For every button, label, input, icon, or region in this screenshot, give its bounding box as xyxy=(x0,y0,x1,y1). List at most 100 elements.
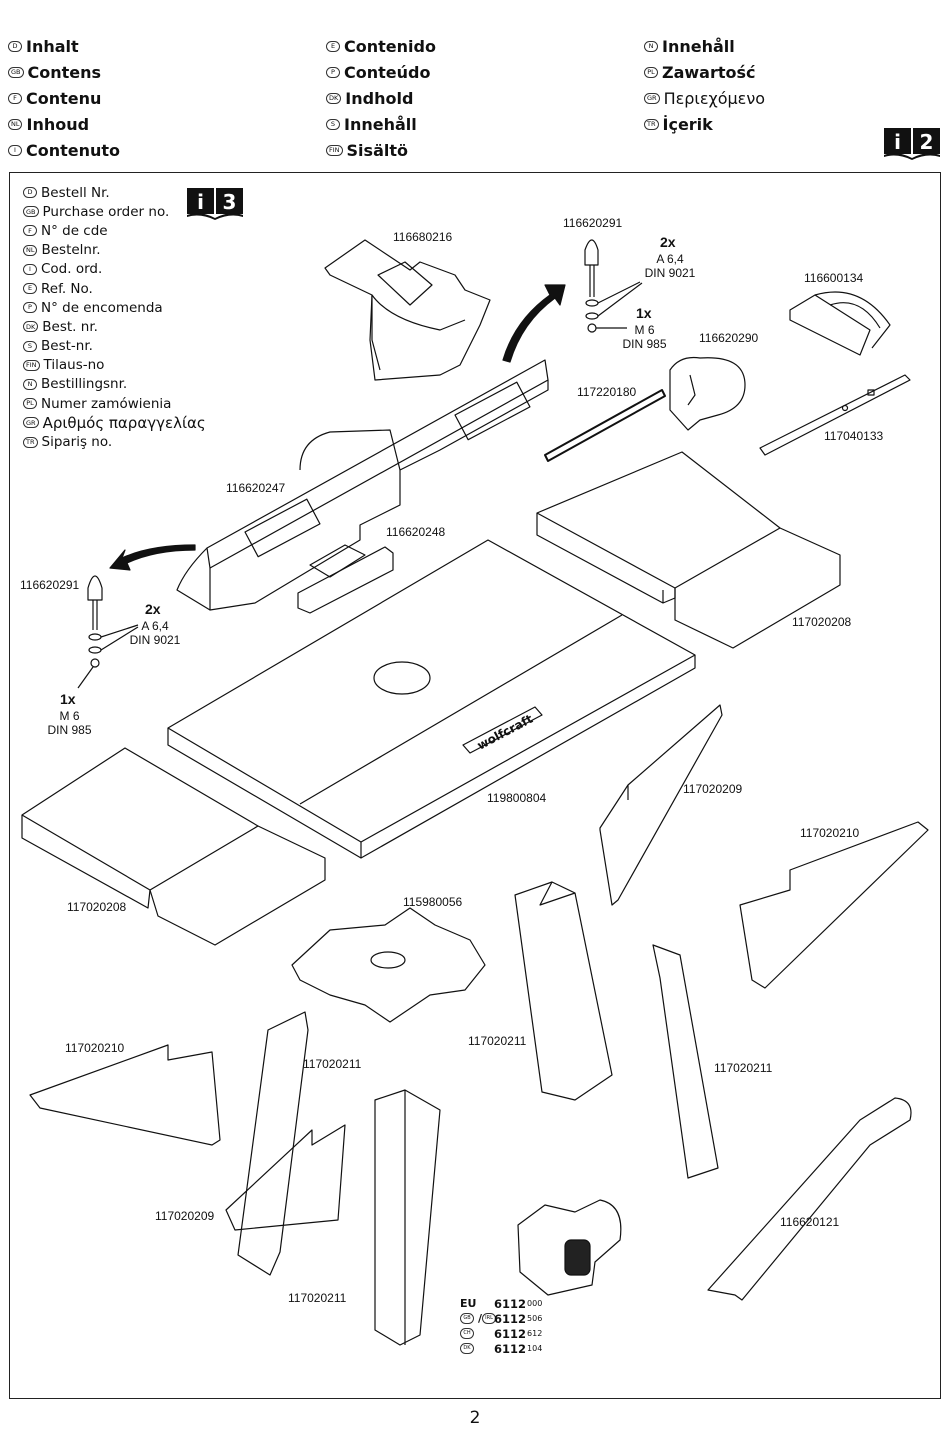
page-number: 2 xyxy=(469,1408,481,1428)
order-label: E Ref. No. xyxy=(23,279,206,298)
washer-qty-left: 2x xyxy=(145,601,161,617)
lang-badge: NL xyxy=(8,118,23,130)
variant-suffix: 506 xyxy=(527,1314,543,1323)
contents-heading-e: E Contenido xyxy=(326,33,436,59)
variant-region: EU xyxy=(460,1297,477,1310)
order-label-text: Bestelnr. xyxy=(41,242,101,259)
part-number-brace-right: 117020210 xyxy=(800,826,860,840)
nut-qty-left: 1x xyxy=(60,691,76,707)
info-book-number: 2 xyxy=(920,130,934,154)
lang-badge: GR xyxy=(644,92,660,104)
part-number-knob-holder: 116620290 xyxy=(699,331,759,345)
heading-text: Contenido xyxy=(344,36,436,56)
info-book-letter: i xyxy=(894,130,901,154)
arrow-icon xyxy=(502,284,566,363)
heading-text: Zawartość xyxy=(662,62,756,82)
extension-left-part xyxy=(21,747,326,946)
country-badge: CH xyxy=(460,1328,474,1339)
parts-diagram-frame xyxy=(9,172,941,1399)
order-label-text: Best. nr. xyxy=(42,318,98,335)
variant-number: 6112 xyxy=(494,1326,527,1341)
heading-text: Inhalt xyxy=(26,36,79,56)
part-number-leg-left-upper: 117020211 xyxy=(303,1057,362,1071)
part-number-insert-plate: 115980056 xyxy=(403,895,463,909)
dust-hood-part xyxy=(324,239,491,381)
info-book-number: 3 xyxy=(223,190,237,214)
heading-text: Indhold xyxy=(345,88,414,108)
insert-plate-part xyxy=(291,907,486,1023)
part-number-leg-right: 117020211 xyxy=(714,1061,773,1075)
arrow-icon xyxy=(109,544,196,571)
lang-badge: PL xyxy=(23,398,37,410)
heading-text: Contenu xyxy=(26,88,102,108)
order-label: F N° de cde xyxy=(23,221,206,240)
lang-badge: E xyxy=(326,40,340,52)
heading-text: İçerik xyxy=(662,114,713,134)
part-number-extension-right: 117020208 xyxy=(792,615,852,629)
order-label-text: Ref. No. xyxy=(41,280,93,297)
lang-badge: F xyxy=(23,225,37,237)
lang-badge: GB xyxy=(8,66,24,78)
extension-right-part xyxy=(536,451,841,649)
heading-text: Περιεχόμενο xyxy=(663,88,766,108)
switch-part xyxy=(517,1199,622,1296)
part-number-brace-lower: 117020209 xyxy=(155,1209,215,1223)
lang-badge: FIN xyxy=(23,359,40,371)
nut-din: DIN 985 xyxy=(622,337,667,351)
order-label-text: N° de cde xyxy=(41,222,108,239)
order-label-text: Best-nr. xyxy=(41,338,93,355)
lang-badge: E xyxy=(23,283,37,295)
lang-badge: TR xyxy=(23,436,38,448)
fence-part xyxy=(176,359,549,611)
heading-text: Innehåll xyxy=(344,114,417,134)
part-number-handle: 116620121 xyxy=(780,1215,840,1229)
lang-badge: P xyxy=(23,302,37,314)
leg-front-part xyxy=(374,1089,441,1346)
lang-badge: P xyxy=(326,66,340,78)
lang-badge: DK xyxy=(326,92,342,104)
variant-number: 6112 xyxy=(494,1296,527,1311)
washer-din: DIN 9021 xyxy=(129,633,181,647)
knob-holder-part xyxy=(669,356,746,431)
part-number-leg-front: 117020211 xyxy=(288,1291,347,1305)
variant-suffix: 000 xyxy=(527,1299,543,1308)
order-label-text: Cod. ord. xyxy=(41,261,103,278)
guide-rail-part xyxy=(759,374,911,456)
lang-badge: GR xyxy=(23,417,39,429)
part-number-angle-guide: 116600134 xyxy=(804,271,864,285)
part-number-threaded-rod: 117220180 xyxy=(577,385,637,399)
lang-badge: GB xyxy=(23,206,39,218)
nut-size: M 6 xyxy=(59,709,80,723)
variant-region: GB/IRL xyxy=(460,1312,497,1325)
fence-slider-part xyxy=(297,544,394,614)
leg-left-upper-part xyxy=(237,1011,309,1276)
part-number-leg-center: 117020211 xyxy=(468,1034,527,1048)
part-number-brace-left: 117020210 xyxy=(65,1041,125,1055)
